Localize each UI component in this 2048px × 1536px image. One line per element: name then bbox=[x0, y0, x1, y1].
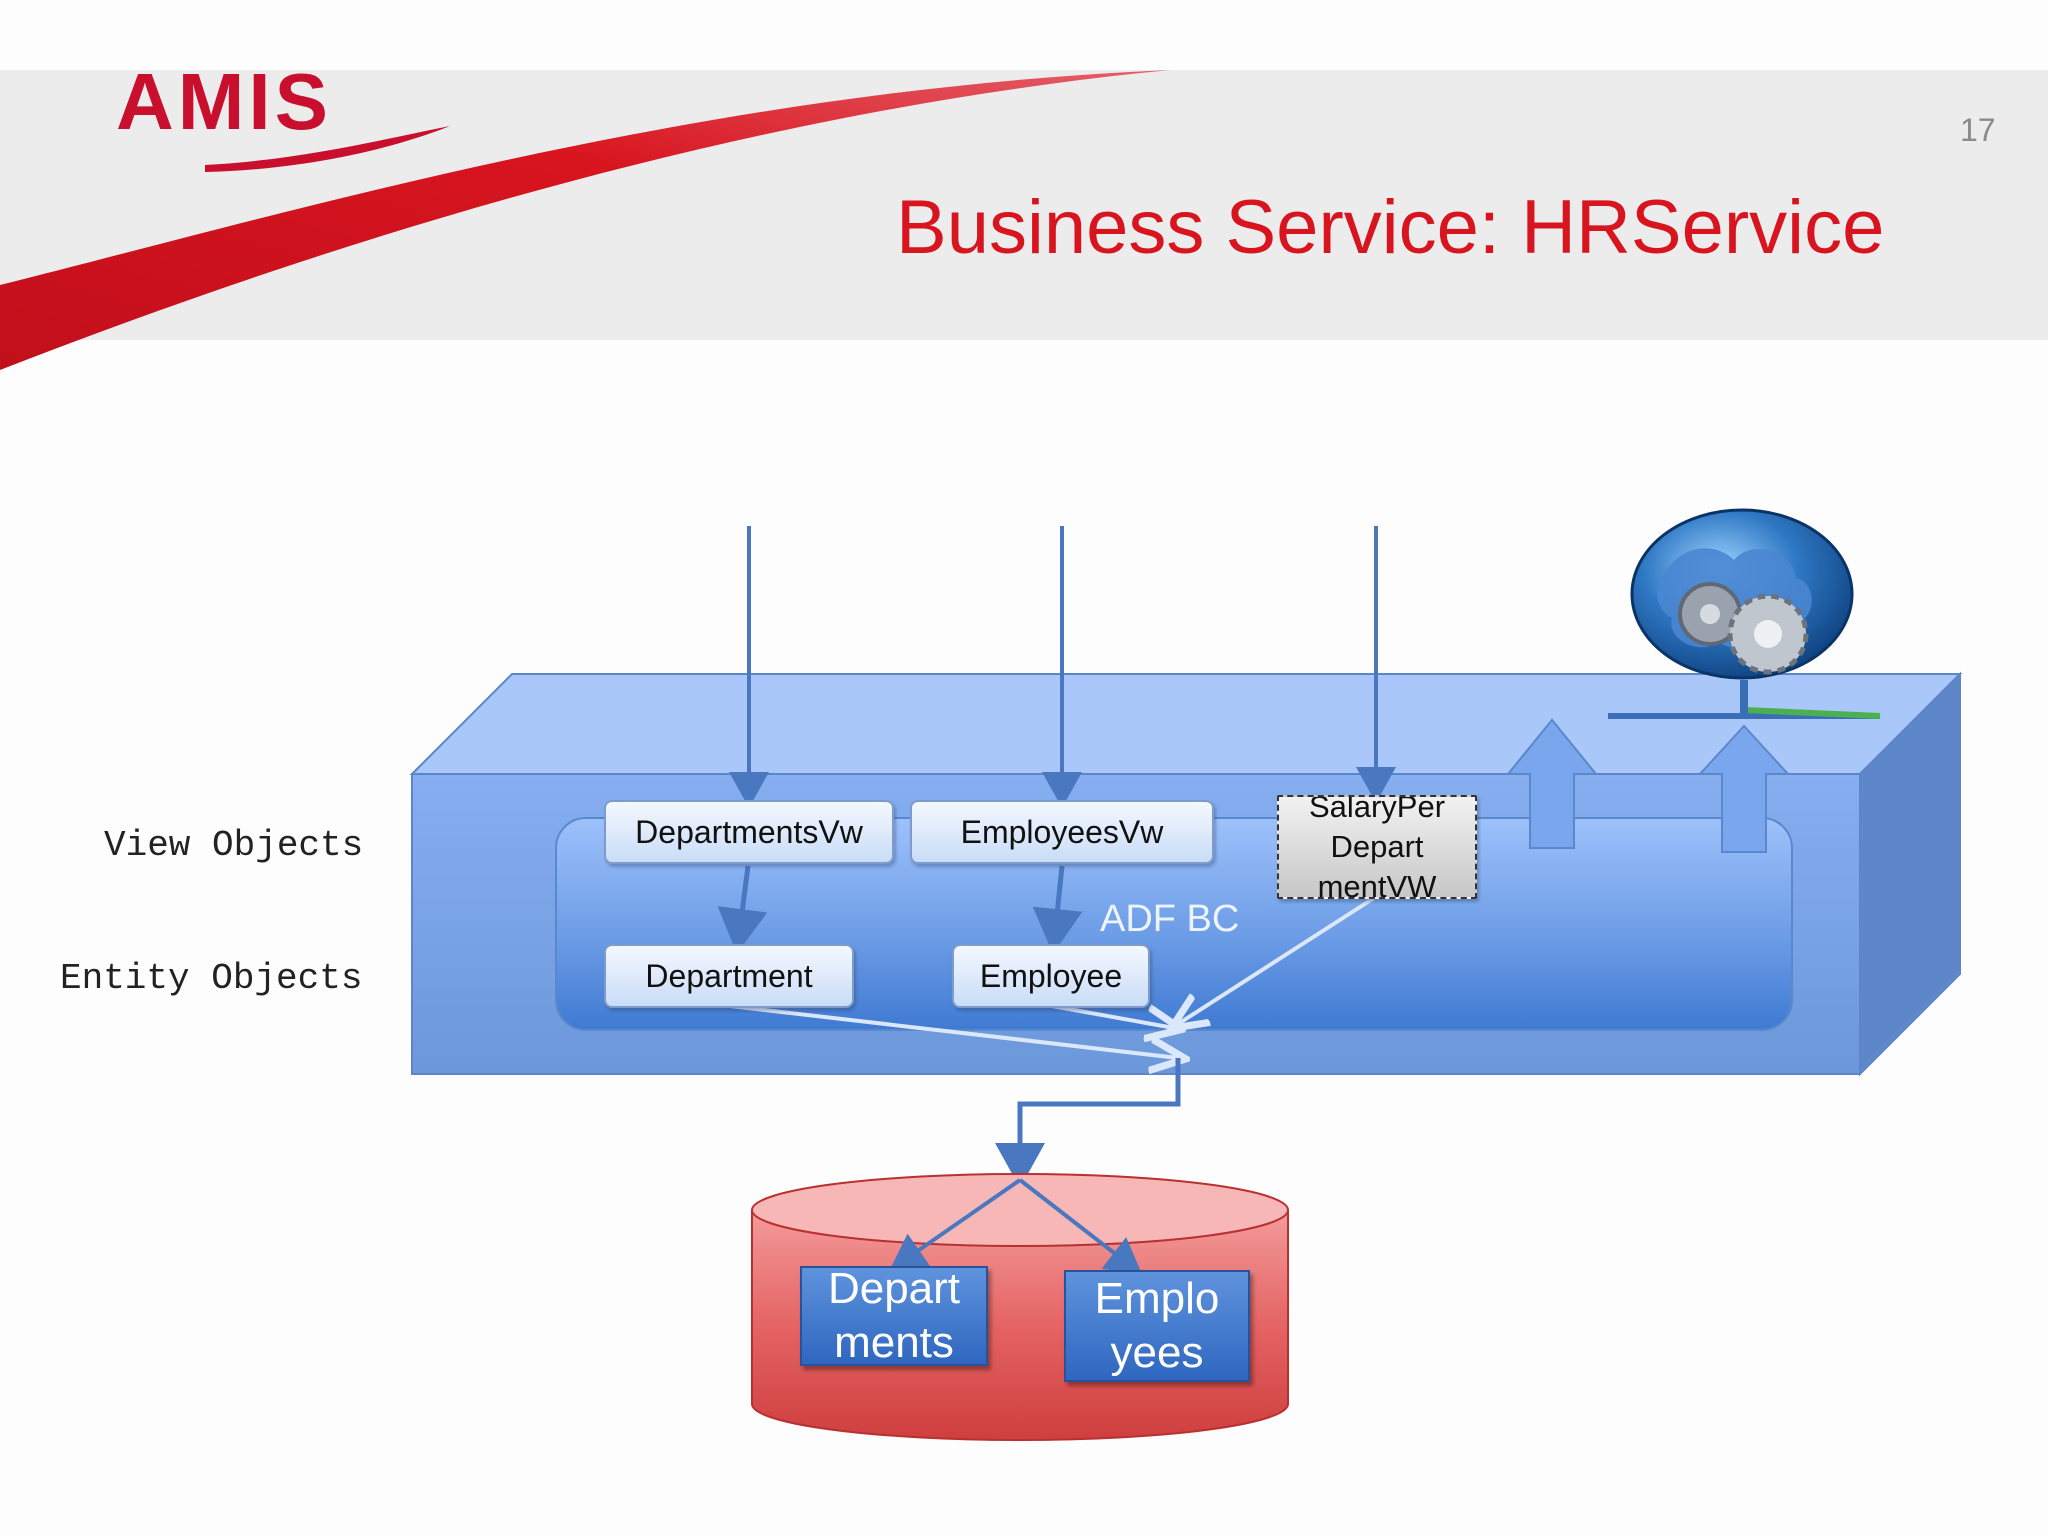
up-arrow-1 bbox=[1505, 718, 1599, 849]
entity-object-employee: Employee bbox=[952, 944, 1150, 1008]
db-table-label: Emplo yees bbox=[1094, 1274, 1220, 1377]
view-object-departments: DepartmentsVw bbox=[604, 800, 894, 864]
department-to-db-arrow bbox=[729, 1004, 1178, 1058]
db-table-departments: Depart ments bbox=[800, 1264, 988, 1367]
view-object-label: SalaryPer Depart mentVW bbox=[1308, 795, 1446, 899]
vo-eo-arrow-employee bbox=[1032, 865, 1083, 954]
entity-object-department: Department bbox=[604, 944, 854, 1008]
amis-logo: AMIS bbox=[116, 57, 332, 146]
slide-title: Business Service: HRService bbox=[896, 185, 1885, 270]
view-object-employees: EmployeesVw bbox=[910, 800, 1214, 864]
db-arrow-employees bbox=[1018, 1178, 1143, 1275]
header-swoosh bbox=[0, 70, 1170, 370]
view-object-label: DepartmentsVw bbox=[635, 813, 863, 850]
adf-bc-label: ADF BC bbox=[1100, 898, 1240, 940]
view-object-label: EmployeesVw bbox=[960, 813, 1164, 850]
vo-eo-arrow-department bbox=[717, 865, 768, 954]
employee-to-db-arrow bbox=[1051, 1004, 1174, 1028]
entity-object-label: Employee bbox=[979, 957, 1123, 994]
page-number: 17 bbox=[1960, 112, 1996, 148]
entity-object-label: Department bbox=[645, 957, 813, 994]
db-arrow-departments bbox=[889, 1178, 1022, 1271]
db-table-label: Depart ments bbox=[827, 1264, 961, 1367]
view-objects-label: View Objects bbox=[104, 825, 364, 866]
entity-objects-label: Entity Objects bbox=[60, 958, 363, 999]
db-table-employees: Emplo yees bbox=[1064, 1270, 1250, 1382]
up-arrow-2 bbox=[1697, 724, 1791, 853]
container-to-db-connector bbox=[995, 1058, 1181, 1188]
globe-with-gears-icon bbox=[1608, 508, 1881, 719]
view-object-salary-per-department: SalaryPer Depart mentVW bbox=[1277, 795, 1477, 899]
salary-to-db-arrow bbox=[1178, 896, 1376, 1024]
